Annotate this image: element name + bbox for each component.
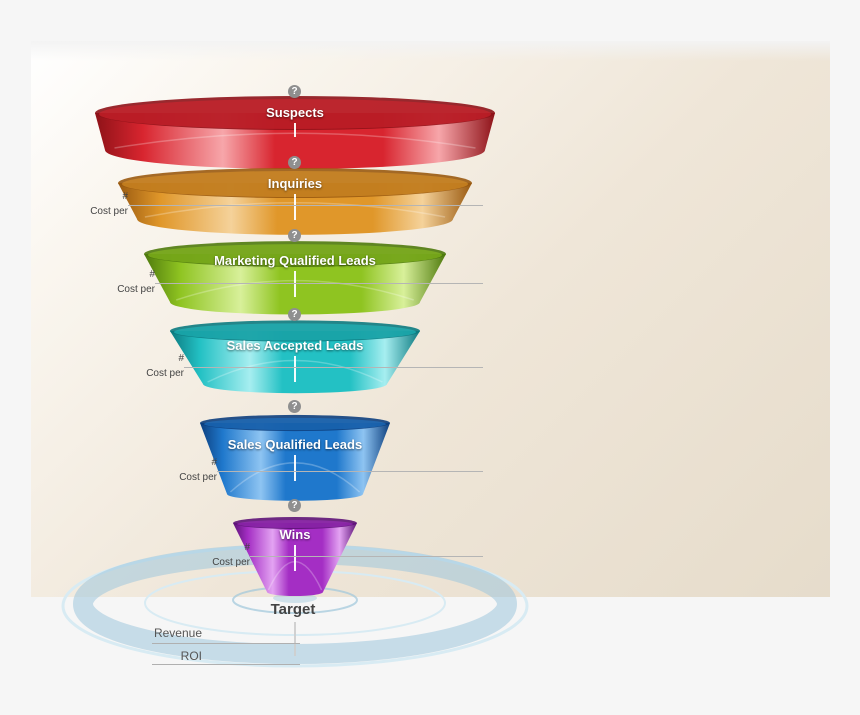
- metric-cost-label: Cost per: [157, 472, 217, 483]
- roi-label: ROI: [120, 649, 202, 663]
- stage-label: Suspects: [165, 105, 425, 120]
- stage-label: Wins: [165, 527, 425, 542]
- help-icon: ?: [288, 156, 301, 169]
- revenue-line: [152, 643, 300, 644]
- stage-label: Marketing Qualified Leads: [165, 253, 425, 268]
- stage-marker-line: [294, 545, 296, 571]
- stage-marker-line: [294, 123, 296, 137]
- metric-line: [217, 471, 483, 472]
- metric-line: [128, 205, 483, 206]
- help-icon: ?: [288, 229, 301, 242]
- metric-cost-label: Cost per: [190, 557, 250, 568]
- metric-count-label: #: [95, 269, 155, 280]
- help-icon: ?: [288, 85, 301, 98]
- metric-cost-label: Cost per: [124, 368, 184, 379]
- target-marker-line: [294, 622, 296, 656]
- metric-line: [184, 367, 483, 368]
- revenue-label: Revenue: [120, 626, 202, 640]
- help-icon: ?: [288, 308, 301, 321]
- roi-line: [152, 664, 300, 665]
- stage-label: Inquiries: [165, 176, 425, 191]
- help-icon: ?: [288, 400, 301, 413]
- stage-rim-inner: [204, 418, 386, 430]
- metric-cost-label: Cost per: [68, 206, 128, 217]
- metric-count-label: #: [190, 542, 250, 553]
- stage-marker-line: [294, 455, 296, 481]
- target-label: Target: [248, 601, 338, 618]
- stage-marker-line: [294, 271, 296, 297]
- metric-count-label: #: [157, 457, 217, 468]
- metric-count-label: #: [68, 191, 128, 202]
- stage-label: Sales Qualified Leads: [165, 437, 425, 452]
- stage-label: Sales Accepted Leads: [165, 338, 425, 353]
- help-icon: ?: [288, 499, 301, 512]
- metric-cost-label: Cost per: [95, 284, 155, 295]
- stage-marker-line: [294, 194, 296, 220]
- metric-line: [250, 556, 483, 557]
- metric-line: [155, 283, 483, 284]
- metric-count-label: #: [124, 353, 184, 364]
- stage-marker-line: [294, 356, 296, 382]
